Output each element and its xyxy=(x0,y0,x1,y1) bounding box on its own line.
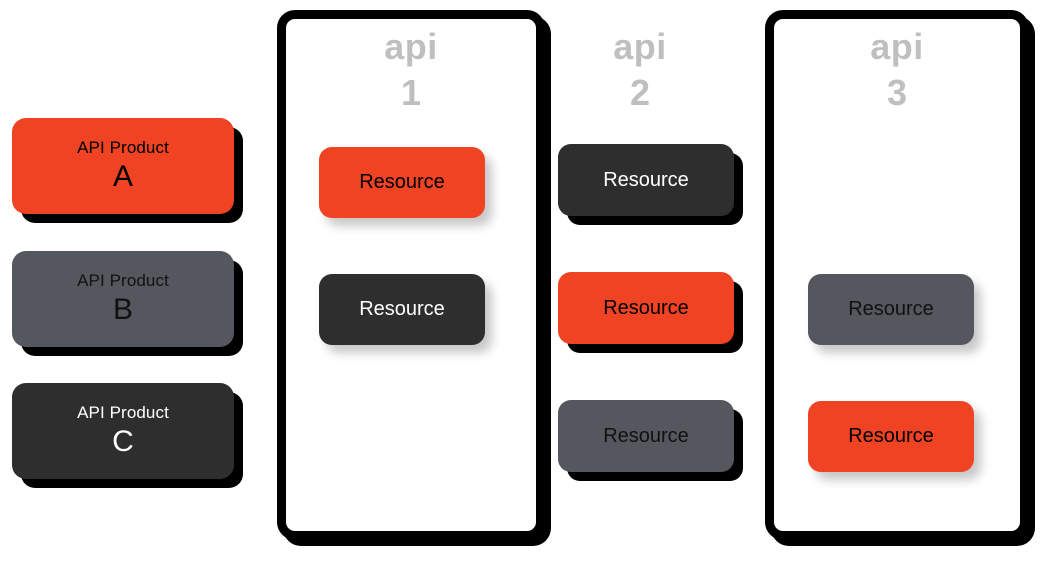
api-product-b-letter: B xyxy=(112,292,133,326)
api-1-resource-1[interactable]: Resource xyxy=(319,147,485,218)
api-2-resource-3[interactable]: Resource xyxy=(558,400,734,472)
api-3-word: api xyxy=(870,26,924,67)
api-1-resource-2-label: Resource xyxy=(359,298,445,320)
api-3-number: 3 xyxy=(886,71,908,113)
api-3-resource-1[interactable]: Resource xyxy=(808,274,974,345)
api-2-number: 2 xyxy=(629,71,651,113)
api-2-resource-1-label: Resource xyxy=(603,168,689,191)
api-product-a-letter: A xyxy=(112,159,133,193)
api-2-label: api 2 xyxy=(556,28,724,112)
api-1-label: api 1 xyxy=(277,28,545,112)
api-product-card-a[interactable]: API Product A xyxy=(12,118,234,214)
api-2-word: api xyxy=(613,26,667,67)
api-1-resource-2[interactable]: Resource xyxy=(319,274,485,345)
api-product-c-letter: C xyxy=(112,424,134,458)
api-1-number: 1 xyxy=(400,71,422,113)
api-3-resource-1-label: Resource xyxy=(848,298,934,320)
api-2-resource-2[interactable]: Resource xyxy=(558,272,734,344)
api-product-c-title: API Product xyxy=(77,402,169,422)
api-1-resource-1-label: Resource xyxy=(359,171,445,193)
api-2-resource-1[interactable]: Resource xyxy=(558,144,734,216)
api-1-word: api xyxy=(384,26,438,67)
api-2-resource-3-label: Resource xyxy=(603,424,689,447)
api-product-card-c[interactable]: API Product C xyxy=(12,383,234,479)
api-product-card-b[interactable]: API Product B xyxy=(12,251,234,347)
api-product-b-title: API Product xyxy=(77,270,169,290)
api-2-resource-2-label: Resource xyxy=(603,296,689,319)
api-3-resource-2-label: Resource xyxy=(848,425,934,447)
api-product-a-title: API Product xyxy=(77,137,169,157)
api-3-resource-2[interactable]: Resource xyxy=(808,401,974,472)
api-3-label: api 3 xyxy=(765,28,1029,112)
